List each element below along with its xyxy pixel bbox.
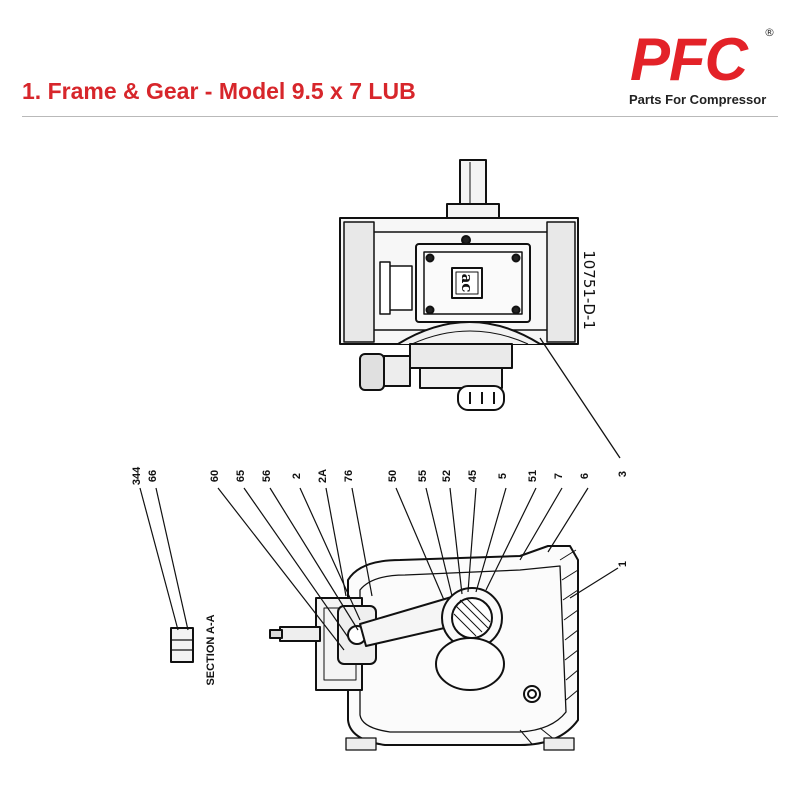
- drawing-number: 10751-D-1: [580, 250, 598, 330]
- nameplate-mark: ac: [458, 274, 476, 293]
- callout-76: 76: [343, 470, 355, 482]
- callout-7: 7: [553, 473, 565, 479]
- callout-45: 45: [467, 470, 479, 482]
- page-title: 1. Frame & Gear - Model 9.5 x 7 LUB: [22, 78, 416, 104]
- title-divider: [22, 116, 778, 117]
- logo-letters: PFC: [630, 26, 748, 93]
- callout-60: 60: [209, 470, 221, 482]
- leader-lines: [139, 487, 619, 651]
- logo-tagline: Parts For Compressor: [629, 92, 767, 107]
- callout-55: 55: [417, 470, 429, 482]
- callout-56: 56: [261, 470, 273, 482]
- callout-50: 50: [387, 470, 399, 482]
- callout-52: 52: [441, 470, 453, 482]
- callout-2: 2: [291, 473, 303, 479]
- callout-51: 51: [527, 470, 539, 482]
- pfc-logo: PFC ® Parts For Compressor: [620, 26, 780, 112]
- callout-5: 5: [497, 473, 509, 479]
- compressor-top-view: [339, 159, 621, 459]
- callout-1: 1: [617, 561, 629, 567]
- callout-6: 6: [579, 473, 591, 479]
- callout-3: 3: [617, 471, 629, 477]
- section-label: SECTION A-A: [205, 614, 217, 685]
- callout-66: 66: [147, 470, 159, 482]
- callout-2a: 2A: [317, 469, 329, 483]
- registered-mark: ®: [764, 26, 775, 39]
- callout-344: 344: [131, 466, 143, 485]
- callout-65: 65: [235, 470, 247, 482]
- callout-numbers: 344 66 60 65 56 2 2A 76 50 55 52 45 5 51…: [131, 466, 629, 567]
- section-a-a-view: [170, 545, 579, 751]
